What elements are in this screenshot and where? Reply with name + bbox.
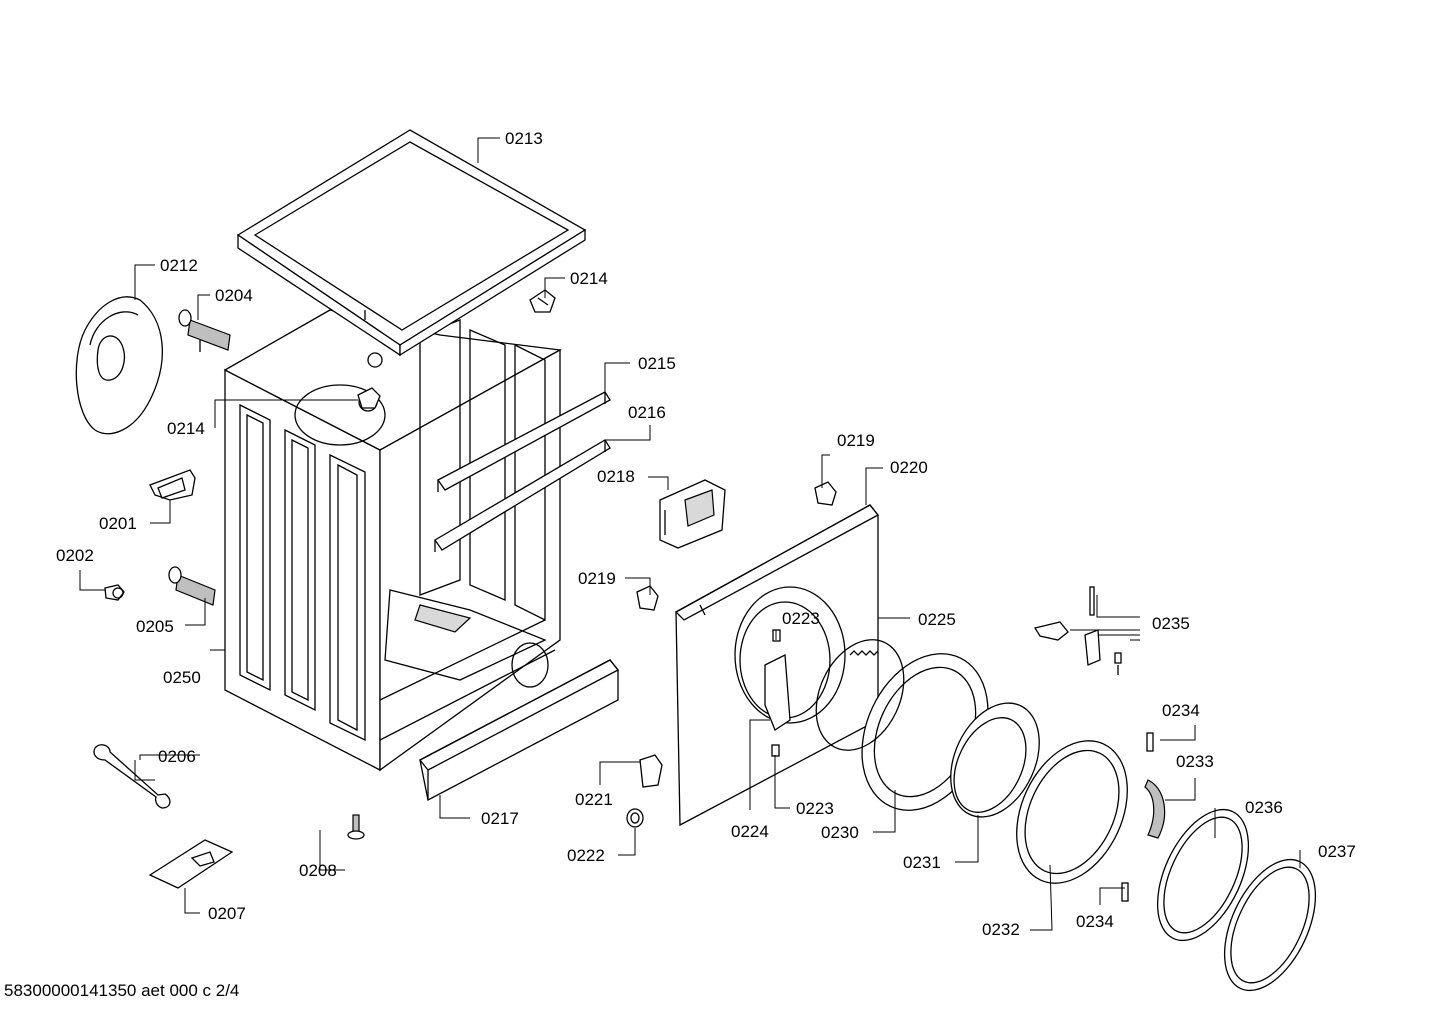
pin-0223-bottom [771, 744, 780, 757]
plate-0207 [148, 839, 234, 889]
rail-0215 [437, 391, 611, 492]
wrench-0206 [93, 744, 171, 809]
label-0222: 0222 [567, 846, 605, 865]
bracket-0201 [149, 469, 196, 501]
label-0215: 0215 [638, 354, 676, 373]
drawing-reference-footer: 58300000141350 aet 000 c 2/4 [4, 981, 240, 1000]
back-cover-0212 [75, 296, 163, 435]
label-0216: 0216 [628, 403, 666, 422]
label-0218: 0218 [597, 467, 635, 486]
clip-0214-left [357, 387, 381, 409]
pin-0234-bottom [1121, 882, 1129, 902]
plug-0202 [104, 584, 125, 601]
label-0206: 0206 [158, 747, 196, 766]
clip-0214-top [529, 289, 556, 313]
label-0219-top: 0219 [837, 431, 875, 450]
top-cover-0213 [236, 129, 587, 357]
label-0221: 0221 [575, 790, 613, 809]
door-hook-0224 [764, 653, 791, 731]
label-0204: 0204 [215, 286, 253, 305]
label-0234-bottom: 0234 [1076, 912, 1114, 931]
screw-0208 [347, 814, 365, 840]
label-0234-top: 0234 [1162, 701, 1200, 720]
label-0220: 0220 [890, 458, 928, 477]
pin-0234-top [1146, 732, 1154, 752]
hinge-0219-top [814, 481, 837, 506]
label-0202: 0202 [56, 546, 94, 565]
label-0224: 0224 [731, 822, 769, 841]
plinth-0217 [419, 659, 619, 801]
hinge-0219-bottom [636, 585, 659, 611]
label-0205: 0205 [136, 617, 174, 636]
cabinet-body-0250 [223, 309, 563, 772]
label-0231: 0231 [903, 853, 941, 872]
label-0207: 0207 [208, 904, 246, 923]
label-0237: 0237 [1318, 842, 1356, 861]
label-0232: 0232 [982, 920, 1020, 939]
leader-lines [79, 137, 1301, 931]
label-0219-bottom: 0219 [578, 569, 616, 588]
door-handle-0233 [1144, 779, 1166, 839]
label-0223-bottom: 0223 [796, 799, 834, 818]
label-0236: 0236 [1245, 798, 1283, 817]
callout-labels: 0213 0212 0204 0214 0214 0215 0216 0218 … [56, 129, 1356, 939]
label-0213: 0213 [505, 129, 543, 148]
label-0214-top: 0214 [570, 269, 608, 288]
part-0222 [626, 808, 644, 828]
door-lock-0218 [659, 479, 726, 549]
part-0205 [168, 566, 216, 606]
label-0233: 0233 [1176, 752, 1214, 771]
outer-ring-0232 [1016, 740, 1128, 884]
spring-0225 [849, 650, 879, 656]
door-glass-0231 [950, 702, 1040, 818]
label-0212: 0212 [160, 256, 198, 275]
label-0217: 0217 [481, 809, 519, 828]
label-0214-left: 0214 [167, 419, 205, 438]
latch-0235 [1033, 586, 1122, 675]
rail-0216 [434, 439, 611, 552]
label-0230: 0230 [821, 823, 859, 842]
label-0225: 0225 [918, 610, 956, 629]
label-0208: 0208 [299, 861, 337, 880]
label-0250: 0250 [163, 668, 201, 687]
part-0204 [178, 309, 231, 352]
gasket-0236 [1156, 808, 1250, 942]
label-0201: 0201 [99, 514, 137, 533]
part-0221 [639, 754, 663, 788]
label-0223-top: 0223 [782, 609, 820, 628]
label-0235: 0235 [1152, 614, 1190, 633]
